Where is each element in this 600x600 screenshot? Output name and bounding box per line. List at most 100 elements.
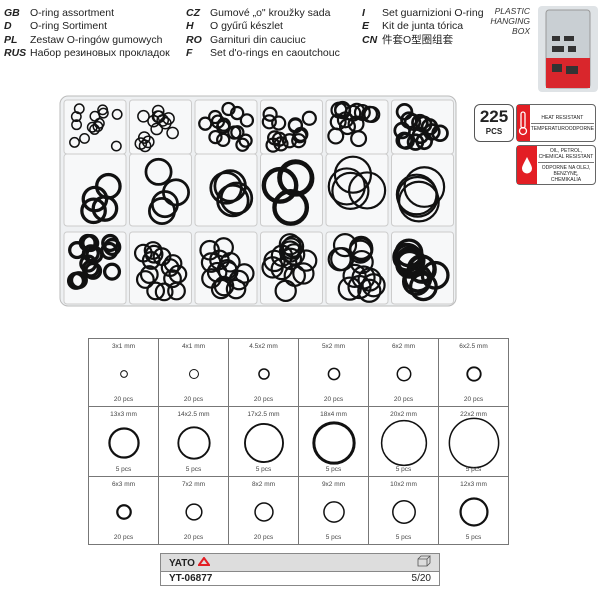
language-text: Set d'o-rings en caoutchouc [210,46,340,59]
o-ring-icon [323,501,345,523]
size-cell: 14x2.5 mm 5 pcs [158,406,229,477]
pack-quantity: 5/20 [411,573,431,584]
o-ring-icon [392,500,416,524]
o-ring [292,262,315,285]
o-ring [210,114,226,129]
language-code: GB [4,7,20,19]
o-ring [348,239,373,264]
o-ring [277,159,315,197]
o-ring [334,100,352,118]
o-ring [357,278,382,303]
o-ring-icon [108,427,140,459]
o-ring [91,195,119,222]
size-label: 13x3 mm [110,411,137,418]
o-ring [81,234,100,253]
size-label: 18x4 mm [320,411,347,418]
o-ring [219,181,254,215]
size-label: 6x2.5 mm [459,343,488,350]
o-ring-icon [254,502,274,522]
o-ring [344,104,362,122]
size-label: 4.5x2 mm [249,343,278,350]
o-ring [213,237,234,258]
o-ring-icon [116,504,132,520]
language-code: E [362,20,370,33]
thermometer-icon [517,105,530,141]
size-label: 22x2 mm [460,411,487,418]
quantity-label: 5 pcs [185,466,202,473]
size-cell: 6x2.5 mm 20 pcs [438,338,509,407]
size-label: 6x2 mm [391,343,416,350]
hanging-box-image [538,6,598,92]
o-ring [331,171,370,210]
language-row: GB O-ring assortment [4,7,170,20]
o-ring [143,241,163,260]
o-ring [301,110,317,126]
language-text: O-ring assortment [30,7,115,19]
o-ring [431,124,449,143]
o-ring [261,114,277,130]
language-text: Kit de junta tórica [382,20,464,33]
o-ring-icon [380,419,428,467]
quantity-label: 20 pcs [463,396,484,403]
language-row: E Kit de junta tórica [362,20,484,33]
o-ring [293,126,309,142]
o-ring [327,167,366,206]
product-photo [59,95,457,307]
quantity-label: 20 pcs [393,396,414,403]
o-ring [210,278,232,300]
language-text: Set guarnizioni O-ring [382,7,484,19]
o-ring [230,125,245,140]
o-ring-icon [312,421,356,465]
language-code: RUS [4,46,27,59]
o-ring [163,254,183,273]
product-code: YT-06877 [169,573,213,584]
language-text: O gyűrű készlet [210,20,283,33]
quantity-label: 20 pcs [253,396,274,403]
language-code: D [4,20,12,33]
size-label: 12x3 mm [460,481,487,488]
o-ring [327,127,345,145]
o-ring [92,121,104,132]
o-ring [216,132,231,147]
size-label: 14x2.5 mm [177,411,210,418]
o-ring [80,197,107,225]
size-label: 4x1 mm [181,343,206,350]
o-ring [333,155,373,194]
o-ring [135,270,155,289]
o-ring [291,133,307,149]
o-ring-icon [244,423,284,463]
o-ring [397,132,415,150]
language-code: I [362,7,365,19]
size-label: 9x2 mm [321,481,346,488]
o-ring-icon [466,366,482,382]
o-ring [71,119,83,131]
quantity-label: 20 pcs [253,534,274,541]
o-ring-icon [120,370,128,378]
o-ring [102,262,122,281]
o-ring [351,265,376,290]
o-ring [406,133,425,151]
o-ring [221,101,236,117]
o-ring [393,121,411,140]
o-ring [154,282,174,302]
o-ring-icon [258,368,270,380]
o-ring [361,105,379,123]
o-ring-icon [448,417,500,469]
